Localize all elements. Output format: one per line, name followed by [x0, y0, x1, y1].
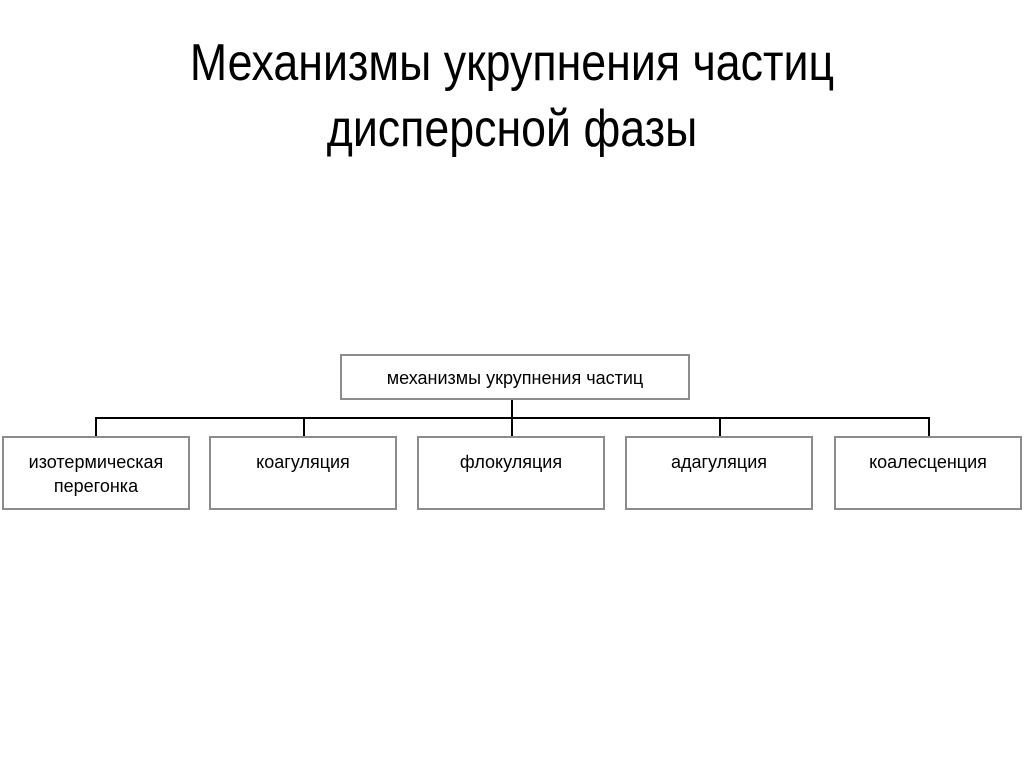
child-node-label-line-1: коагуляция: [256, 452, 350, 472]
child-node-flocculation: флокуляция: [417, 436, 605, 510]
slide-title: Механизмы укрупнения частиц дисперсной ф…: [72, 30, 953, 162]
slide-title-line-1: Механизмы укрупнения частиц: [189, 34, 835, 92]
child-node-label-line-2: перегонка: [53, 476, 139, 496]
root-node-label: механизмы укрупнения частиц: [386, 368, 644, 388]
connector-child-5: [928, 417, 930, 437]
child-node-label-line-1: адагуляция: [670, 452, 768, 472]
child-node-label-line-1: коалесценция: [869, 452, 987, 472]
root-node-box: механизмы укрупнения частиц: [340, 354, 690, 400]
connector-child-3: [511, 417, 513, 437]
child-node-label-line-1: флокуляция: [459, 452, 563, 472]
connector-child-2: [303, 417, 305, 437]
connector-child-1: [95, 417, 97, 437]
child-node-isothermal-distillation: изотермическая перегонка: [2, 436, 190, 510]
connector-child-4: [719, 417, 721, 437]
child-node-coalescence: коалесценция: [834, 436, 1022, 510]
connector-root-vertical: [511, 400, 513, 418]
child-node-coagulation: коагуляция: [209, 436, 397, 510]
child-node-label-line-1: изотермическая: [28, 452, 164, 472]
slide-title-line-2: дисперсной фазы: [326, 100, 698, 158]
child-node-adagulation: адагуляция: [625, 436, 813, 510]
